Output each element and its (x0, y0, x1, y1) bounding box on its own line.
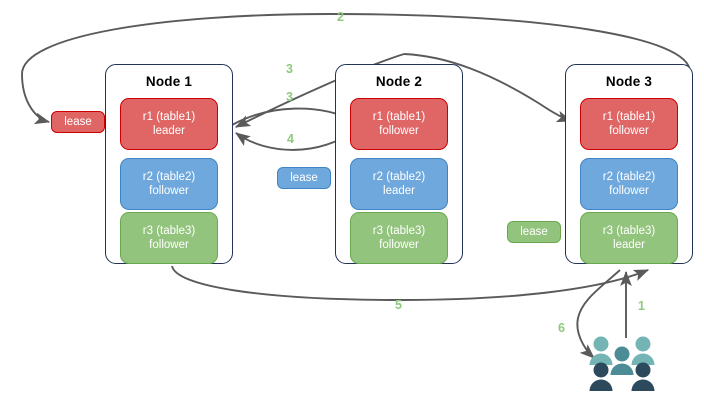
edge-step-3-short (234, 53, 405, 128)
replica-role: follower (609, 125, 649, 137)
lease-badge-r1[interactable]: lease (51, 111, 105, 133)
edge-node1-to-node2 (231, 107, 354, 126)
step-label-5: 5 (395, 298, 402, 312)
client-figure-back-right (631, 336, 655, 365)
step-label-3b: 3 (286, 90, 293, 104)
replica-role: follower (379, 239, 419, 251)
edge-step-6 (576, 269, 621, 359)
replica-role: leader (613, 239, 645, 251)
client-figure-back-left (589, 336, 613, 365)
replica-name: r3 (table3) (142, 225, 196, 237)
replica-node3-r3[interactable]: r3 (table3) leader (580, 212, 678, 264)
replica-name: r2 (table2) (602, 171, 656, 183)
step-label-3a: 3 (286, 62, 293, 76)
replica-node1-r1[interactable]: r1 (table1) leader (120, 98, 218, 150)
lease-badge-r2[interactable]: lease (277, 167, 331, 189)
replica-name: r1 (table1) (602, 111, 656, 123)
node-container-node1[interactable]: Node 1 r1 (table1) leader r2 (table2) fo… (105, 64, 233, 264)
edge-step-2 (21, 13, 691, 125)
node-title: Node 3 (605, 74, 653, 89)
replica-role: follower (149, 239, 189, 251)
node-title: Node 1 (145, 74, 193, 89)
edge-step-3-long (403, 53, 573, 123)
replica-role: leader (153, 125, 185, 137)
replica-node1-r2[interactable]: r2 (table2) follower (120, 158, 218, 210)
replica-name: r2 (table2) (372, 171, 426, 183)
edge-step-5 (171, 265, 650, 301)
lease-badge-r3[interactable]: lease (507, 221, 561, 243)
node-container-node2[interactable]: Node 2 r1 (table1) follower r2 (table2) … (335, 64, 463, 264)
replica-role: leader (383, 185, 415, 197)
step-label-2: 2 (337, 10, 344, 24)
clients-icon (589, 336, 655, 391)
client-figure-front-right (631, 362, 655, 391)
replica-name: r2 (table2) (142, 171, 196, 183)
replica-name: r3 (table3) (602, 225, 656, 237)
replica-node2-r3[interactable]: r3 (table3) follower (350, 212, 448, 264)
replica-node2-r1[interactable]: r1 (table1) follower (350, 98, 448, 150)
replica-node1-r3[interactable]: r3 (table3) follower (120, 212, 218, 264)
step-label-1: 1 (638, 299, 645, 313)
replica-role: follower (149, 185, 189, 197)
step-label-4: 4 (287, 132, 294, 146)
node-title: Node 2 (375, 74, 423, 89)
replica-node3-r1[interactable]: r1 (table1) follower (580, 98, 678, 150)
node-container-node3[interactable]: Node 3 r1 (table1) follower r2 (table2) … (565, 64, 693, 264)
replica-role: follower (379, 125, 419, 137)
client-figure-front-left (589, 362, 613, 391)
replica-node3-r2[interactable]: r2 (table2) follower (580, 158, 678, 210)
client-figure-middle (610, 346, 634, 375)
replica-name: r1 (table1) (142, 111, 196, 123)
replica-node2-r2[interactable]: r2 (table2) leader (350, 158, 448, 210)
step-label-6: 6 (558, 321, 565, 335)
replica-role: follower (609, 185, 649, 197)
replica-name: r1 (table1) (372, 111, 426, 123)
replica-name: r3 (table3) (372, 225, 426, 237)
